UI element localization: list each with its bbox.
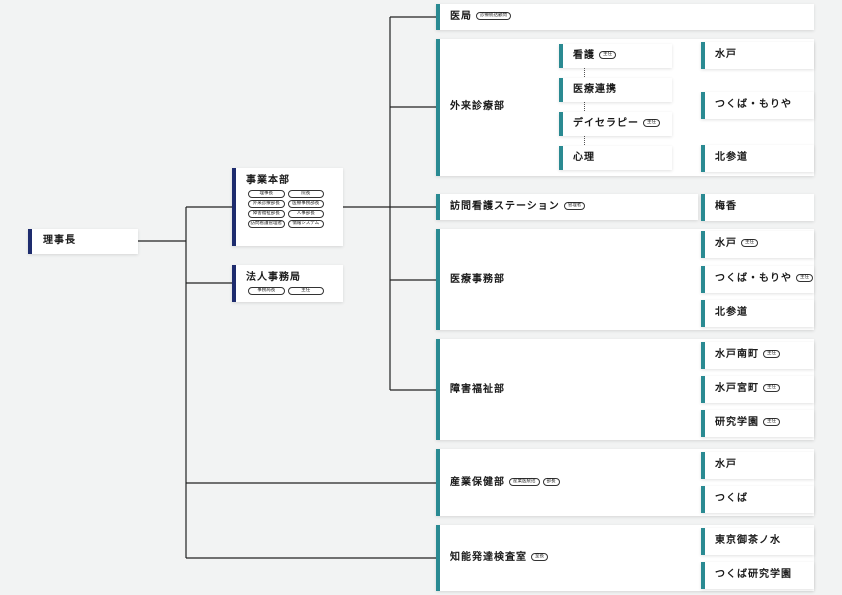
node-label: つくば研究学園 [715, 569, 792, 580]
node-label: 心理 [573, 152, 595, 163]
role-chip: 主任 [287, 287, 324, 295]
dotted-connector [584, 136, 585, 145]
node-label: 水戸宮町主任 [715, 383, 780, 395]
node-iryo-mito: 水戸主任 [701, 231, 814, 258]
node-label: デイセラピー主任 [573, 118, 660, 130]
node-label: 医局診療統括顧問 [450, 11, 511, 23]
role-tag: 産業医統括 [509, 478, 540, 486]
node-label: 北参道 [715, 307, 748, 318]
node-chino-ochanomizu: 東京御茶ノ水 [701, 528, 814, 555]
node-label: 研究学園主任 [715, 417, 780, 429]
role-chip: 医療事務部長 [287, 200, 324, 208]
node-label: 産業保健部産業医統括部長 [450, 477, 560, 489]
role-tag: 主任 [763, 384, 780, 392]
node-houmon-baiko: 梅香 [701, 194, 814, 221]
node-label: 東京御茶ノ水 [715, 535, 781, 546]
node-label: 理事長 [43, 235, 76, 246]
role-tag: 主任 [599, 51, 616, 59]
role-tag: 部長 [542, 478, 560, 486]
node-label: 看護主任 [573, 50, 616, 62]
node-houmon-kango: 訪問看護ステーション管理者 [436, 194, 698, 220]
role-tag: 主任 [763, 418, 780, 426]
node-shogai-miyamachi: 水戸宮町主任 [701, 376, 814, 403]
node-ikyoku: 医局診療統括顧問 [436, 4, 814, 30]
node-label: 障害福祉部 [450, 384, 505, 395]
role-chip: 障害福祉部長 [248, 210, 285, 218]
node-shogai-kenkyugakuen: 研究学園主任 [701, 410, 814, 437]
node-chino-tsukuba: つくば研究学園 [701, 562, 814, 589]
role-tag: 主任 [763, 350, 780, 358]
role-chip: 院長 [287, 190, 324, 198]
node-label: つくば [715, 493, 748, 504]
role-tag: 主任 [643, 119, 660, 127]
role-chip: 理事長 [248, 190, 285, 198]
role-chips: 事務局長 主任 [248, 287, 324, 295]
node-label: 北参道 [715, 152, 748, 163]
node-label: 水戸南町主任 [715, 349, 780, 361]
node-label: 水戸 [715, 459, 737, 470]
node-gairai-tsukuba: つくば・もりや [701, 92, 814, 119]
node-sangyo-tsukuba: つくば [701, 486, 814, 513]
node-iryo-renkei: 医療連携 [559, 78, 672, 102]
node-hojin-jimukyoku: 法人事務局 事務局長 主任 [232, 265, 343, 302]
role-chip: 訪問看護管理者 [248, 220, 285, 228]
node-label-text: つくば・もりや [715, 273, 792, 284]
role-tag: 診療統括顧問 [476, 12, 511, 20]
node-shogai-minamimachi: 水戸南町主任 [701, 342, 814, 369]
node-label-text: 医局 [450, 11, 472, 22]
node-label: 訪問看護ステーション管理者 [450, 201, 586, 213]
node-label: 医療連携 [573, 84, 617, 95]
role-chip: 人事部長 [287, 210, 324, 218]
node-label: つくば・もりや [715, 99, 792, 110]
node-label-text: 訪問看護ステーション [450, 201, 560, 212]
role-tag: 主任 [796, 274, 813, 282]
node-label-text: 産業保健部 [450, 477, 505, 488]
node-label: 梅香 [715, 201, 737, 212]
node-shinri: 心理 [559, 146, 672, 170]
role-tag: 主任 [741, 239, 758, 247]
dotted-connector [584, 68, 585, 77]
node-kango: 看護主任 [559, 44, 672, 68]
role-chips: 理事長 院長 外来診療部長 医療事務部長 障害福祉部長 人事部長 訪問看護管理者… [248, 190, 324, 228]
node-label-text: 看護 [573, 50, 595, 61]
node-rijicho: 理事長 [28, 229, 138, 254]
node-iryo-kitasando: 北参道 [701, 300, 814, 327]
role-chip: 事務局長 [248, 287, 285, 295]
node-label: 事業本部 [246, 175, 290, 186]
node-label-text: デイセラピー [573, 118, 639, 129]
node-label: 法人事務局 [246, 272, 301, 283]
role-tag: 室長 [531, 553, 548, 561]
node-label: 外来診療部 [450, 101, 505, 112]
node-day-therapy: デイセラピー主任 [559, 112, 672, 136]
node-gairai-kitasando: 北参道 [701, 145, 814, 172]
role-chip: 情報システム [287, 220, 324, 228]
node-label-text: 水戸宮町 [715, 383, 759, 394]
node-label: 医療事務部 [450, 274, 505, 285]
node-label: 水戸主任 [715, 238, 758, 250]
node-jigyo-honbu: 事業本部 理事長 院長 外来診療部長 医療事務部長 障害福祉部長 人事部長 訪問… [232, 168, 343, 246]
node-label: 水戸 [715, 49, 737, 60]
node-label-text: 研究学園 [715, 417, 759, 428]
node-iryo-tsukuba: つくば・もりや主任 [701, 266, 814, 293]
node-label-text: 知能発達検査室 [450, 552, 527, 563]
node-sangyo-mito: 水戸 [701, 452, 814, 479]
node-label-text: 水戸南町 [715, 349, 759, 360]
role-chip: 外来診療部長 [248, 200, 285, 208]
node-label: つくば・もりや主任 [715, 273, 813, 285]
dotted-connector [584, 102, 585, 111]
node-label-text: 水戸 [715, 238, 737, 249]
node-label: 知能発達検査室室長 [450, 552, 548, 564]
node-gairai-mito: 水戸 [701, 42, 814, 69]
role-tag: 管理者 [563, 202, 586, 210]
